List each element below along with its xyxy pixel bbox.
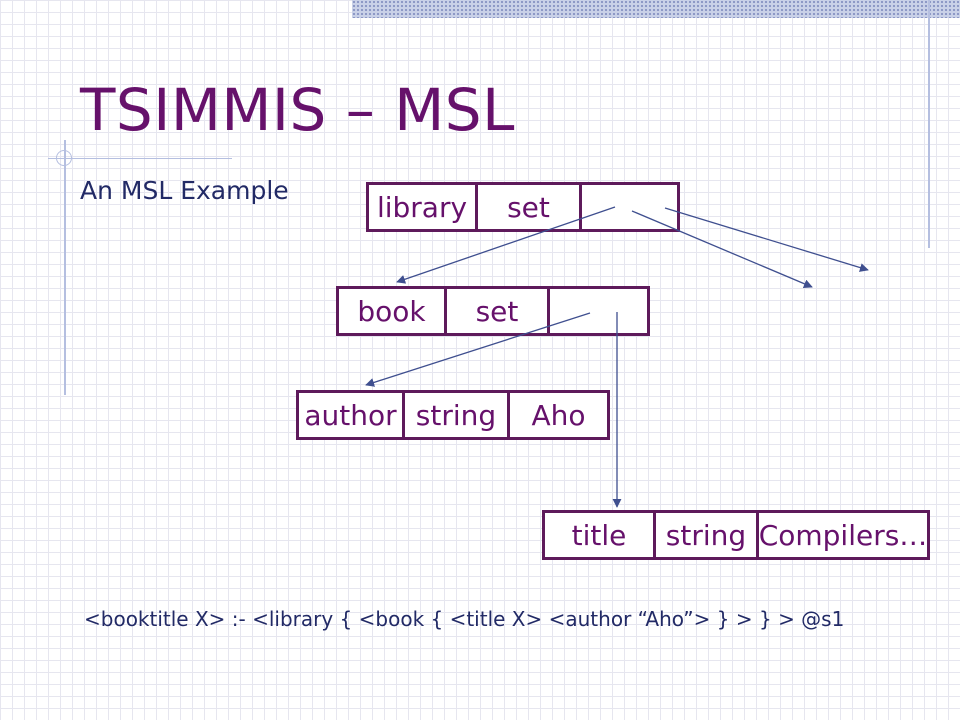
author-record: author string Aho [296,390,610,440]
slide-title: TSIMMIS – MSL [80,76,515,144]
title-label-cell: title [571,518,627,552]
author-label-cell: author [304,398,397,432]
title-value-cell: Compilers… [756,513,927,557]
decorative-header-bar [352,0,960,18]
book-record: book set [336,286,650,336]
library-record: library set [366,182,680,232]
title-type-cell: string [653,513,756,557]
library-to-sibling-arrow-2 [664,207,869,272]
title-record: title string Compilers… [542,510,930,560]
author-value-cell: Aho [507,393,607,437]
msl-rule-text: <booktitle X> :- <library { <book { <tit… [84,607,845,631]
library-label-cell: library [376,190,468,224]
book-label-cell: book [357,294,426,328]
library-value-cell [579,185,677,229]
decorative-vertical-line-right [928,0,930,248]
decorative-circle [56,150,72,166]
slide-subtitle: An MSL Example [80,176,289,205]
library-type-cell: set [475,185,579,229]
author-type-cell: string [402,393,507,437]
book-type-cell: set [444,289,547,333]
decorative-horizontal-line [48,158,232,159]
decorative-vertical-line-left [64,140,66,395]
book-value-cell [547,289,647,333]
